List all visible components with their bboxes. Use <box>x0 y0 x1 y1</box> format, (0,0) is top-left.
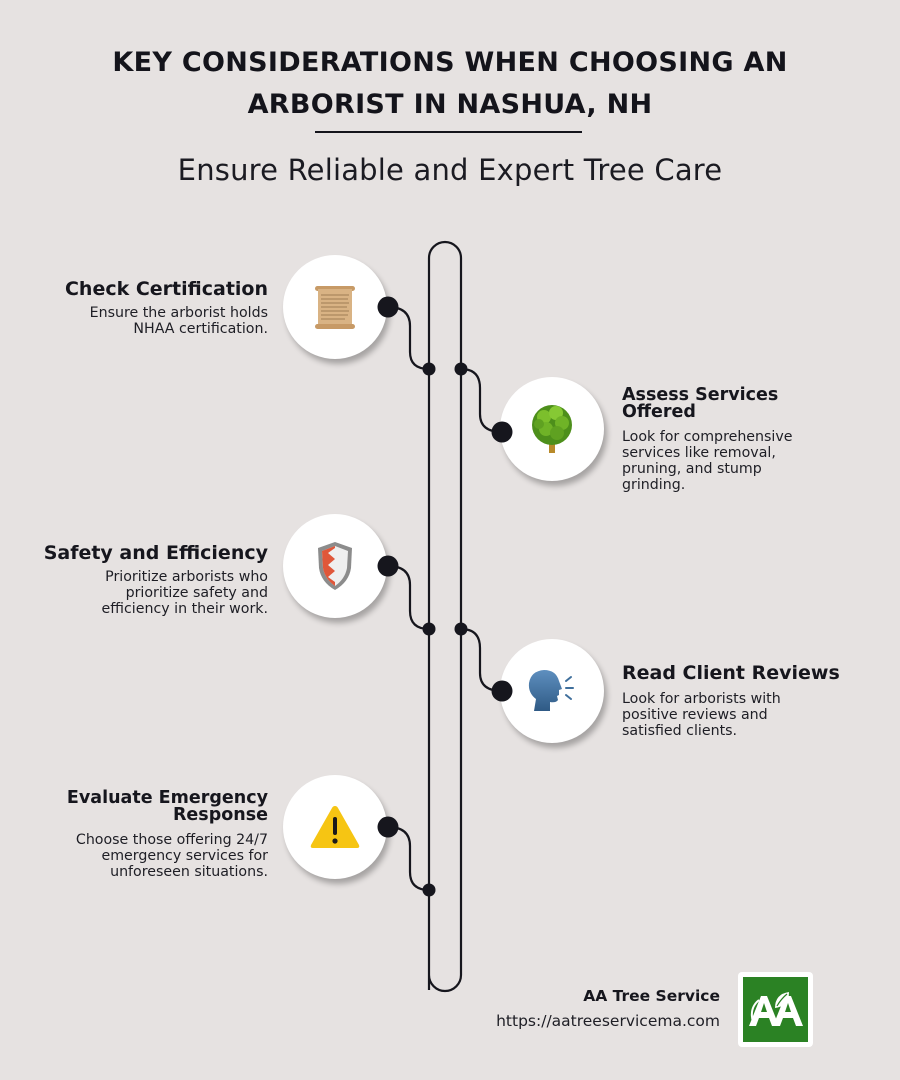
tree-icon <box>532 405 572 453</box>
item-title: Assess Services Offered <box>622 385 779 422</box>
item-safety-efficiency: Safety and Efficiency Prioritize arboris… <box>38 543 268 617</box>
connector-dot <box>377 816 399 838</box>
page-subtitle: Ensure Reliable and Expert Tree Care <box>177 153 723 187</box>
item-title: Read Client Reviews <box>622 662 840 684</box>
item-description: Prioritize arborists who prioritize safe… <box>101 569 268 617</box>
connector-dot <box>377 555 399 577</box>
shield-icon <box>318 542 352 590</box>
title-divider <box>315 131 582 133</box>
company-url[interactable]: https://aatreeservicema.com <box>496 1012 720 1030</box>
icon-circle <box>283 775 387 879</box>
page-title: KEY CONSIDERATIONS WHEN CHOOSING AN ARBO… <box>0 42 900 126</box>
connector-dot <box>377 296 399 318</box>
track-node <box>454 362 468 376</box>
icon-circle <box>283 255 387 359</box>
connector-dot <box>491 421 513 443</box>
company-logo <box>738 972 813 1047</box>
company-name: AA Tree Service <box>583 987 720 1005</box>
track-node <box>422 622 436 636</box>
scroll-icon <box>315 286 355 329</box>
item-description: Choose those offering 24/7 emergency ser… <box>75 832 268 880</box>
title-line-1: KEY CONSIDERATIONS WHEN CHOOSING AN <box>112 47 788 78</box>
item-read-reviews: Read Client Reviews Look for arborists w… <box>622 663 862 739</box>
icon-circle <box>500 639 604 743</box>
track-node <box>454 622 468 636</box>
track-node <box>422 883 436 897</box>
item-check-certification: Check Certification Ensure the arborist … <box>38 279 268 337</box>
item-description: Look for comprehensive services like rem… <box>622 429 793 493</box>
icon-circle <box>283 514 387 618</box>
speaking-head-icon <box>528 670 574 711</box>
icon-circle <box>500 377 604 481</box>
aa-leaf-logo-icon <box>748 991 803 1026</box>
title-line-2: ARBORIST IN NASHUA, NH <box>247 89 653 120</box>
item-emergency-response: Evaluate Emergency Response Choose those… <box>38 788 268 880</box>
item-description: Ensure the arborist holds NHAA certifica… <box>89 305 268 337</box>
item-title: Check Certification <box>64 278 268 300</box>
item-description: Look for arborists with positive reviews… <box>622 691 781 739</box>
item-title: Evaluate Emergency Response <box>66 788 268 825</box>
warning-icon <box>310 806 360 848</box>
item-title: Safety and Efficiency <box>43 542 268 564</box>
connector-dot <box>491 680 513 702</box>
track-node <box>422 362 436 376</box>
item-assess-services: Assess Services Offered Look for compreh… <box>622 385 852 493</box>
